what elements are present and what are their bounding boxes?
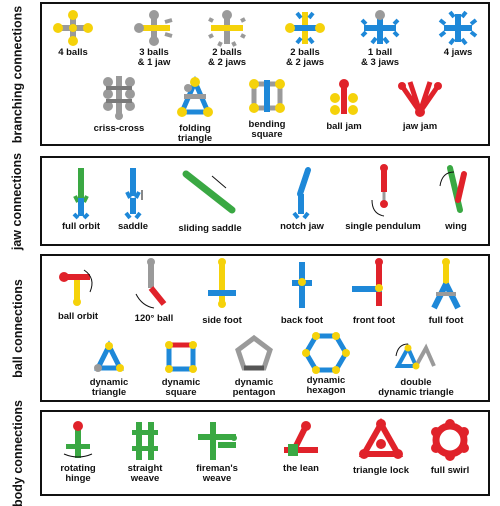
piece-2-balls-2-jaws-a: 2 balls & 2 jaws bbox=[207, 10, 247, 68]
label-triangle-lock: triangle lock bbox=[353, 465, 409, 476]
label-full-orbit: full orbit bbox=[62, 221, 100, 232]
piece-ball-orbit: ball orbit bbox=[58, 266, 98, 322]
body-connections-panel bbox=[40, 410, 490, 496]
label-criss-cross: criss-cross bbox=[93, 123, 145, 134]
piece-single-pendulum: single pendulum bbox=[345, 164, 421, 232]
jaw-connections-label: jaw connections bbox=[10, 152, 25, 250]
label-folding-triangle: folding triangle bbox=[177, 123, 213, 144]
label-wing: wing bbox=[445, 221, 467, 232]
piece-back-foot: back foot bbox=[281, 258, 323, 326]
piece-front-foot: front foot bbox=[350, 258, 398, 326]
piece-dynamic-square: dynamic square bbox=[162, 340, 200, 398]
piece-side-foot: side foot bbox=[202, 258, 242, 326]
ball-connections-label: ball connections bbox=[10, 278, 25, 378]
label-dynamic-pentagon: dynamic pentagon bbox=[232, 377, 276, 398]
piece-dynamic-pentagon: dynamic pentagon bbox=[233, 334, 275, 398]
label-straight-weave: straight weave bbox=[127, 463, 163, 484]
piece-dynamic-triangle: dynamic triangle bbox=[90, 340, 128, 398]
piece-double-dynamic-triangle: double dynamic triangle bbox=[378, 340, 454, 398]
label-front-foot: front foot bbox=[352, 315, 396, 326]
body-connections-label: body connections bbox=[10, 399, 25, 506]
piece-straight-weave: straight weave bbox=[128, 420, 162, 484]
jaw-connections-panel bbox=[40, 156, 490, 246]
label-ball-jam: ball jam bbox=[326, 121, 362, 132]
label-dynamic-hexagon: dynamic hexagon bbox=[306, 375, 346, 396]
piece-rotating-hinge: rotating hinge bbox=[60, 420, 96, 484]
label-1-ball-3-jaws: 1 ball & 3 jaws bbox=[360, 47, 400, 68]
piece-the-lean: the lean bbox=[280, 420, 322, 474]
label-2-balls-2-jaws-b: 2 balls & 2 jaws bbox=[285, 47, 325, 68]
piece-2-balls-2-jaws-b: 2 balls & 2 jaws bbox=[285, 10, 325, 68]
label-4-jaws: 4 jaws bbox=[443, 47, 473, 58]
piece-bending-square: bending square bbox=[246, 76, 288, 140]
label-side-foot: side foot bbox=[202, 315, 242, 326]
piece-wing: wing bbox=[436, 164, 476, 232]
piece-firemans-weave: fireman's weave bbox=[196, 420, 238, 484]
piece-full-swirl: full swirl bbox=[428, 418, 472, 476]
branching-connections-panel bbox=[40, 2, 490, 146]
label-full-foot: full foot bbox=[428, 315, 464, 326]
piece-folding-triangle: folding triangle bbox=[174, 75, 216, 144]
label-jaw-jam: jaw jam bbox=[402, 121, 438, 132]
piece-dynamic-hexagon: dynamic hexagon bbox=[302, 332, 350, 396]
piece-4-balls: 4 balls bbox=[52, 10, 94, 58]
piece-4-jaws: 4 jaws bbox=[438, 10, 478, 58]
label-notch-jaw: notch jaw bbox=[280, 221, 324, 232]
piece-full-foot: full foot bbox=[426, 258, 466, 326]
label-2-balls-2-jaws-a: 2 balls & 2 jaws bbox=[207, 47, 247, 68]
piece-saddle: saddle bbox=[118, 166, 148, 232]
piece-notch-jaw: notch jaw bbox=[280, 166, 324, 232]
label-double-dynamic-triangle: double dynamic triangle bbox=[378, 377, 454, 398]
label-ball-orbit: ball orbit bbox=[57, 311, 99, 322]
label-firemans-weave: fireman's weave bbox=[196, 463, 238, 484]
label-full-swirl: full swirl bbox=[430, 465, 470, 476]
branching-connections-label: branching connections bbox=[10, 5, 25, 143]
label-120-ball: 120° ball bbox=[134, 313, 174, 324]
piece-1-ball-3-jaws: 1 ball & 3 jaws bbox=[360, 10, 400, 68]
label-rotating-hinge: rotating hinge bbox=[60, 463, 96, 484]
label-dynamic-triangle: dynamic triangle bbox=[89, 377, 129, 398]
piece-criss-cross: criss-cross bbox=[94, 74, 144, 134]
piece-full-orbit: full orbit bbox=[62, 166, 100, 232]
piece-jaw-jam: jaw jam bbox=[396, 78, 444, 132]
ball-connections-panel bbox=[40, 254, 490, 402]
piece-120-ball: 120° ball bbox=[134, 258, 174, 324]
label-3-balls-1-jaw: 3 balls & 1 jaw bbox=[137, 47, 171, 68]
label-dynamic-square: dynamic square bbox=[161, 377, 201, 398]
piece-triangle-lock: triangle lock bbox=[353, 417, 409, 476]
piece-ball-jam: ball jam bbox=[326, 78, 362, 132]
label-single-pendulum: single pendulum bbox=[345, 221, 421, 232]
label-sliding-saddle: sliding saddle bbox=[178, 223, 242, 234]
label-saddle: saddle bbox=[117, 221, 149, 232]
piece-sliding-saddle: sliding saddle bbox=[178, 168, 242, 234]
label-back-foot: back foot bbox=[280, 315, 324, 326]
piece-3-balls-1-jaw: 3 balls & 1 jaw bbox=[134, 10, 174, 68]
label-4-balls: 4 balls bbox=[58, 47, 88, 58]
label-the-lean: the lean bbox=[283, 463, 319, 474]
label-bending-square: bending square bbox=[248, 119, 286, 140]
